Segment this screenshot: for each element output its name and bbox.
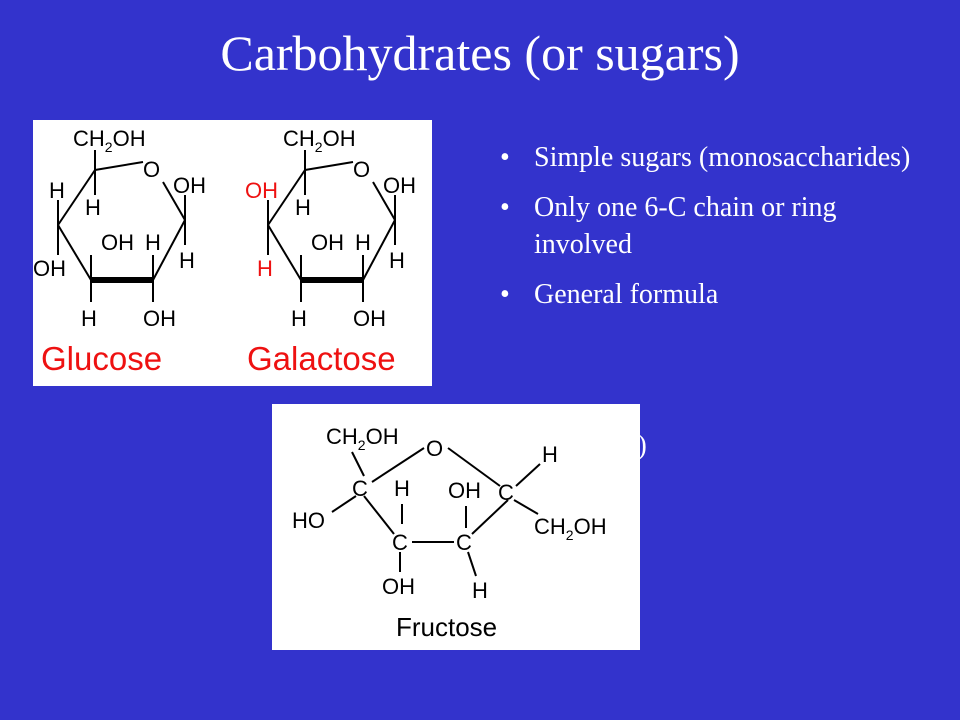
fructose-figure: CH2OH O H C H OH C HO CH2OH C C OH H Fru… — [272, 404, 640, 650]
glucose-h-right: H — [179, 248, 195, 273]
fructose-c-bottom-left: C — [392, 530, 408, 555]
glucose-galactose-figure: CH2OH O OH H H OH H OH H H OH Glucose — [33, 120, 432, 386]
glucose-ring-oxygen: O — [143, 157, 160, 182]
fructose-ch2oh-right-end: OH — [574, 514, 607, 539]
fructose-ch2oh-top-end: OH — [366, 424, 399, 449]
galactose-h-c2: H — [355, 230, 371, 255]
fructose-name: Fructose — [396, 612, 497, 642]
fructose-ch2oh-top: CH — [326, 424, 358, 449]
galactose-name: Galactose — [247, 340, 396, 377]
fructose-h-c3: H — [394, 476, 410, 501]
glucose-oh-right: OH — [173, 173, 206, 198]
galactose-ch2oh-label: CH — [283, 126, 315, 151]
glucose-h-c4: H — [85, 195, 101, 220]
galactose-oh-c3: OH — [311, 230, 344, 255]
fructose-ch2oh-top-sub: 2 — [358, 437, 366, 453]
fructose-h-bottom: H — [472, 578, 488, 603]
glucose-h-left-top: H — [49, 178, 65, 203]
fructose-structure-svg: CH2OH O H C H OH C HO CH2OH C C OH H Fru… — [292, 424, 607, 642]
galactose-ch2oh-sub: 2 — [315, 139, 323, 155]
glucose-oh-bottom: OH — [143, 306, 176, 331]
galactose-h-c4: H — [295, 195, 311, 220]
galactose-oh-left-top: OH — [245, 178, 278, 203]
fructose-c-left: C — [352, 476, 368, 501]
galactose-h-bottom: H — [291, 306, 307, 331]
glucose-ch2oh-end: OH — [113, 126, 146, 151]
galactose-ring-oxygen: O — [353, 157, 370, 182]
glucose-ch2oh-label: CH — [73, 126, 105, 151]
galactose-oh-right: OH — [383, 173, 416, 198]
glucose-h-bottom: H — [81, 306, 97, 331]
svg-text:CH2OH: CH2OH — [326, 424, 399, 453]
fructose-ch2oh-right-sub: 2 — [566, 527, 574, 543]
galactose-structure: CH2OH O OH OH H OH H H H H OH Galactose — [245, 126, 416, 377]
fructose-structure: CH2OH O H C H OH C HO CH2OH C C OH H Fru… — [292, 424, 607, 642]
glucose-h-c2: H — [145, 230, 161, 255]
fructose-ch2oh-right: CH — [534, 514, 566, 539]
glucose-ch2oh-sub: 2 — [105, 139, 113, 155]
glucose-structure: CH2OH O OH H H OH H OH H H OH Glucose — [33, 126, 206, 377]
fructose-ho-left: HO — [292, 508, 325, 533]
svg-text:CH2OH: CH2OH — [73, 126, 146, 155]
fructose-ring-oxygen: O — [426, 436, 443, 461]
svg-text:CH2OH: CH2OH — [534, 514, 607, 543]
bullet-item: Simple sugars (monosaccharides) — [496, 140, 936, 177]
galactose-oh-bottom: OH — [353, 306, 386, 331]
slide-title: Carbohydrates (or sugars) — [220, 25, 740, 81]
galactose-h-right: H — [389, 248, 405, 273]
hexose-structures-svg: CH2OH O OH H H OH H OH H H OH Glucose — [33, 126, 416, 377]
bullet-item: Only one 6-C chain or ring involved — [496, 190, 936, 263]
glucose-oh-c3: OH — [101, 230, 134, 255]
bullet-list: Simple sugars (monosaccharides) Only one… — [496, 140, 936, 328]
fructose-c-right: C — [498, 480, 514, 505]
galactose-h-left: H — [257, 256, 273, 281]
fructose-h-right-top: H — [542, 442, 558, 467]
glucose-name: Glucose — [41, 340, 162, 377]
glucose-oh-left: OH — [33, 256, 66, 281]
galactose-ch2oh-end: OH — [323, 126, 356, 151]
bullet-item: General formula — [496, 277, 936, 314]
fructose-c-bottom-right: C — [456, 530, 472, 555]
fructose-oh-bottom: OH — [382, 574, 415, 599]
fructose-oh-c4: OH — [448, 478, 481, 503]
svg-text:CH2OH: CH2OH — [283, 126, 356, 155]
